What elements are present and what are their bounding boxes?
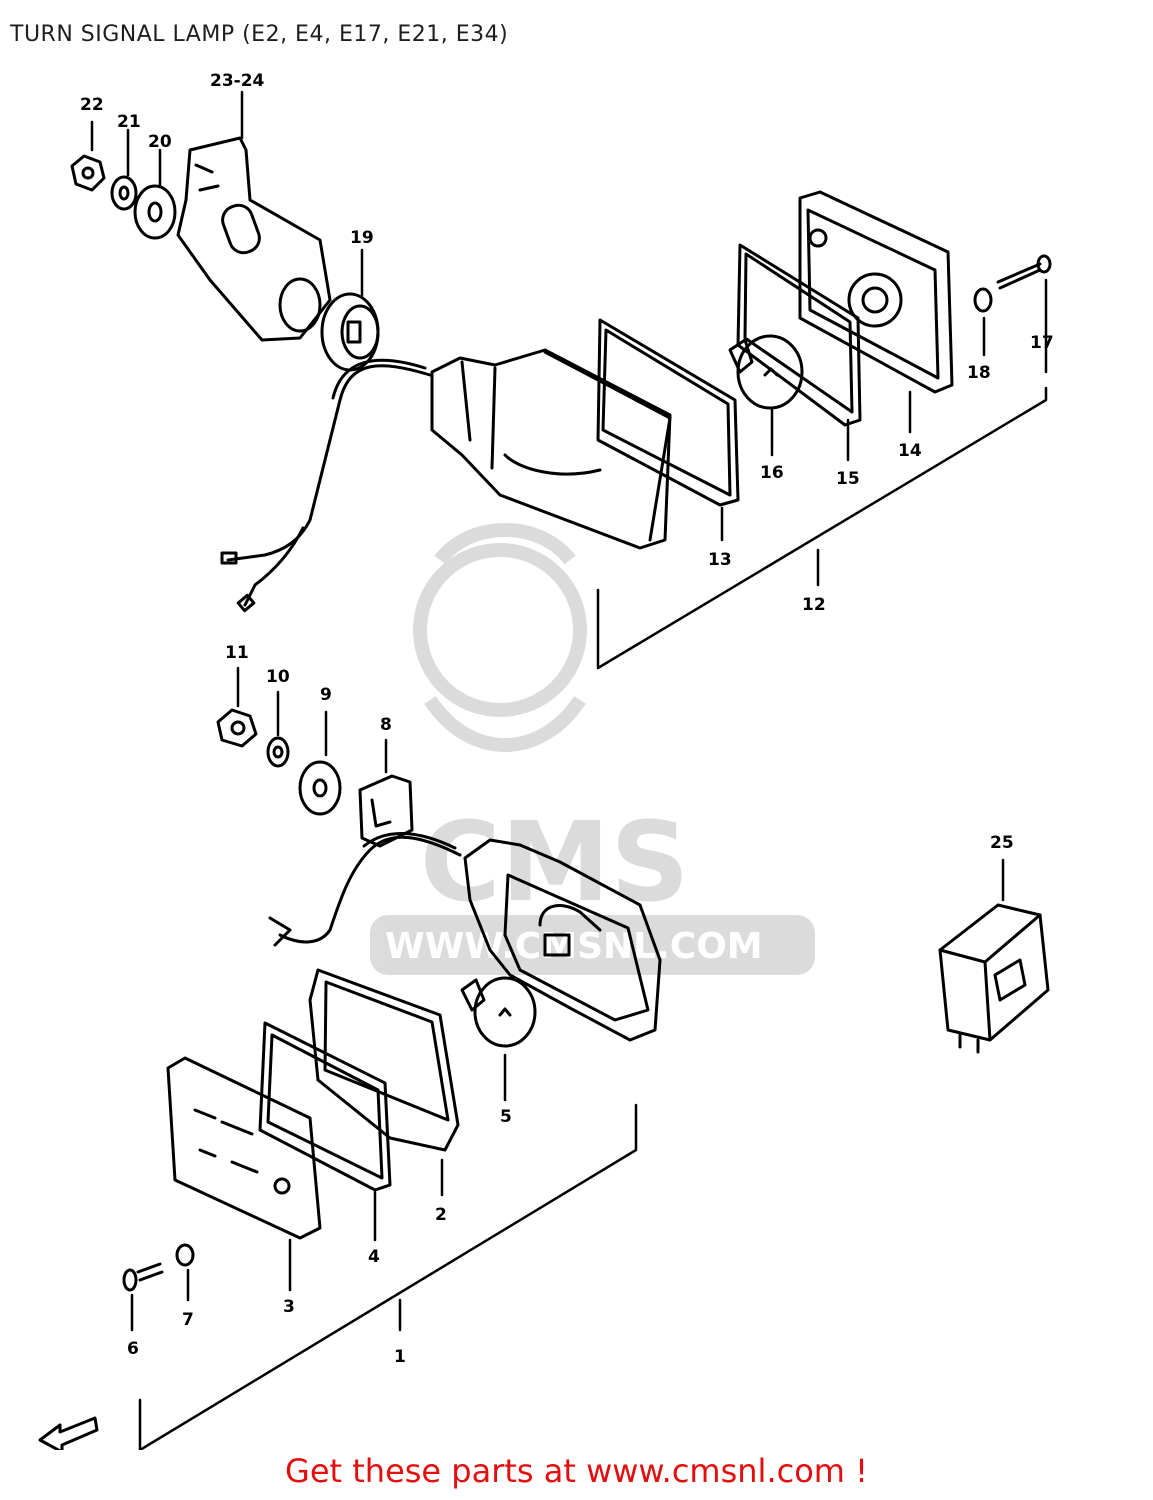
upper-leader-lines: [90, 90, 1048, 670]
label-1: 1: [394, 1347, 406, 1367]
part-3-lens: [166, 1056, 322, 1240]
part-20-washer: [133, 184, 177, 240]
part-21-washer: [110, 175, 138, 211]
part-7-washer: [175, 1243, 195, 1267]
part-9-washer: [298, 760, 342, 816]
label-14: 14: [898, 441, 922, 461]
part-8-grommet: [358, 774, 414, 848]
label-12: 12: [802, 595, 826, 615]
part-19-grommet: [320, 292, 380, 372]
part-17-screw: [996, 254, 1052, 290]
part-15-gasket: [736, 243, 862, 427]
part-18-washer: [973, 287, 993, 313]
lower-lamp-housing: [463, 838, 662, 1042]
label-2: 2: [435, 1205, 447, 1225]
lower-wire-harness: [268, 831, 462, 947]
lower-leader-lines: [130, 666, 1005, 1450]
part-11-nut: [216, 708, 258, 748]
part-13-gasket: [596, 318, 740, 507]
page-title: TURN SIGNAL LAMP (E2, E4, E17, E21, E34): [10, 22, 509, 47]
part-5-bulb: [460, 976, 537, 1048]
label-3: 3: [283, 1297, 295, 1317]
cmsnl-shop-link[interactable]: Get these parts at www.cmsnl.com !: [285, 1452, 868, 1490]
parts-diagram: CMS WWW.CMSNL.COM: [38, 71, 1054, 1450]
label-9: 9: [320, 685, 332, 705]
label-4: 4: [368, 1247, 380, 1267]
label-7: 7: [182, 1310, 194, 1330]
front-arrow-icon: [38, 1416, 99, 1450]
label-18: 18: [967, 363, 991, 383]
part-6-screw: [122, 1262, 164, 1292]
part-10-washer: [266, 736, 290, 768]
label-5: 5: [500, 1107, 512, 1127]
label-23-24: 23-24: [210, 71, 265, 91]
label-10: 10: [266, 667, 290, 687]
label-19: 19: [350, 228, 374, 248]
label-15: 15: [836, 469, 860, 489]
label-11: 11: [225, 643, 249, 663]
upper-wire-harness: [220, 358, 432, 613]
label-21: 21: [117, 112, 141, 132]
part-23-24-bracket: [176, 136, 332, 342]
label-17: 17: [1030, 333, 1054, 353]
upper-lamp-housing: [430, 348, 672, 550]
label-13: 13: [708, 550, 732, 570]
cms-watermark: CMS WWW.CMSNL.COM: [370, 523, 815, 975]
part-22-nut: [70, 154, 106, 192]
part-2-gasket: [308, 968, 460, 1152]
part-labels: 23-24 22 21 20 19 18 17 16 15 14 13 12 1…: [80, 71, 1054, 1367]
part-25-relay: [938, 903, 1050, 1054]
label-16: 16: [760, 463, 784, 483]
label-20: 20: [148, 132, 172, 152]
label-25: 25: [990, 833, 1014, 853]
part-4-gasket: [258, 1021, 392, 1192]
label-6: 6: [127, 1339, 139, 1359]
label-22: 22: [80, 95, 104, 115]
watermark-url: WWW.CMSNL.COM: [385, 926, 763, 967]
part-14-lens: [798, 190, 954, 394]
label-8: 8: [380, 715, 392, 735]
